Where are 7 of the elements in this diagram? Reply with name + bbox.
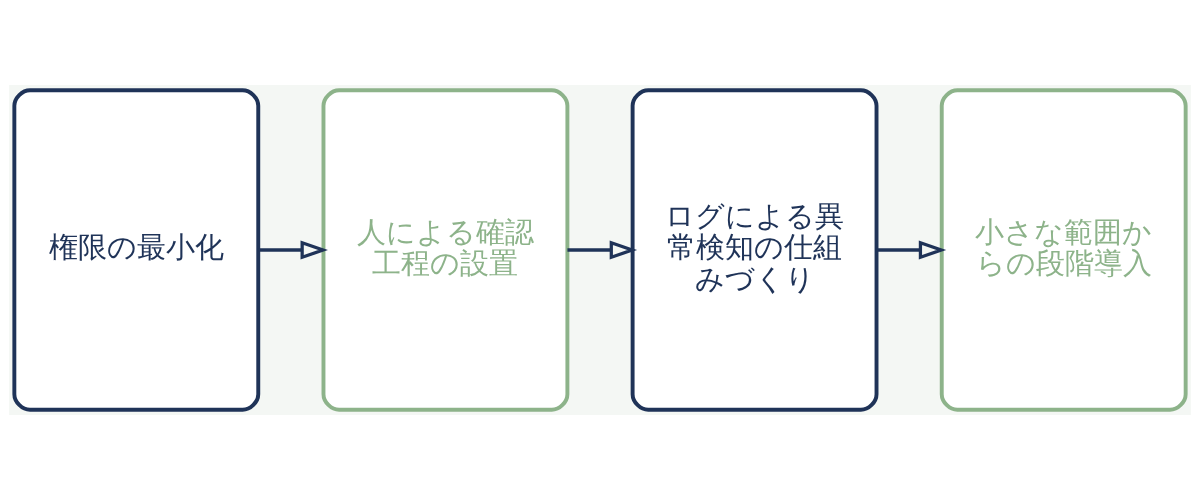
node-box: 小さな範囲からの段階導入: [939, 88, 1188, 412]
arrow: [876, 240, 947, 260]
node-box: 権限の最小化: [12, 88, 261, 412]
node-box: 人による確認工程の設置: [321, 88, 570, 412]
arrow: [567, 240, 638, 260]
node-box: ログによる異常検知の仕組みづくり: [630, 88, 879, 412]
arrow: [258, 240, 328, 260]
